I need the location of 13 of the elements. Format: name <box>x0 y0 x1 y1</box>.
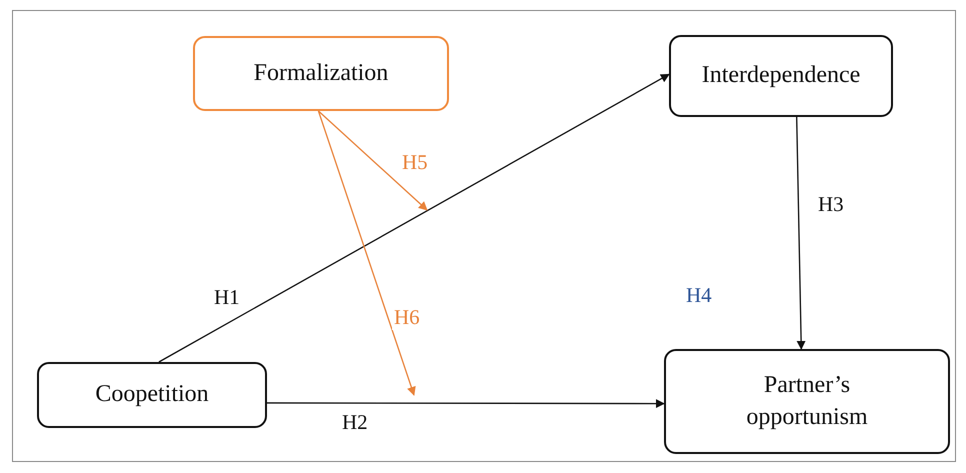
arrow <box>267 399 665 408</box>
arrow <box>318 110 416 396</box>
concept-box <box>664 349 950 454</box>
concept-box <box>669 35 893 117</box>
concept-box <box>193 36 449 111</box>
concept-name: Interdependence <box>702 61 860 90</box>
concept-box <box>37 362 267 428</box>
concept-name: Formalization <box>254 58 388 88</box>
arrow <box>158 74 670 363</box>
arrow <box>318 110 428 211</box>
arrow <box>796 116 806 350</box>
concept-name: Partner’s opportunism <box>745 371 869 432</box>
concept-name: Coopetition <box>95 380 209 410</box>
